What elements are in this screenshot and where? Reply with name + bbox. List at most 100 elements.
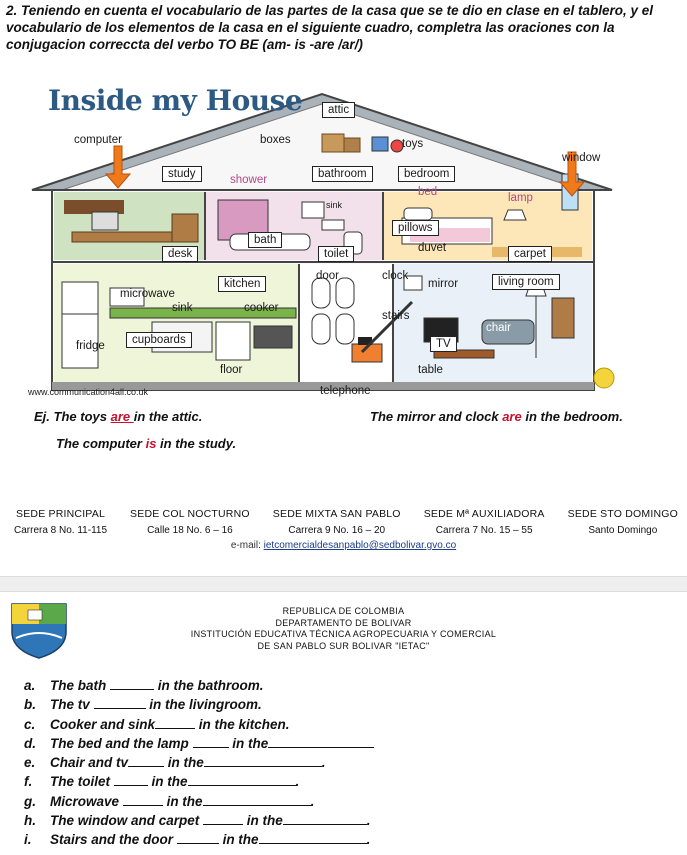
answer-blank[interactable] bbox=[128, 753, 165, 768]
label-microwave: microwave bbox=[120, 288, 175, 300]
label-tv: TV bbox=[430, 336, 457, 352]
label-living-room: living room bbox=[492, 274, 560, 290]
sede-address: Santo Domingo bbox=[588, 525, 658, 536]
label-computer: computer bbox=[74, 134, 122, 146]
label-kitchen: kitchen bbox=[218, 276, 267, 292]
exercise-subject: Cooker and sink bbox=[50, 716, 156, 732]
exercise-rest: in the bbox=[246, 813, 283, 829]
sede-name: SEDE Mª AUXILIADORA bbox=[423, 508, 545, 520]
label-mirror: mirror bbox=[428, 278, 459, 290]
example-3-a: The computer bbox=[56, 436, 146, 451]
fridge-drawing bbox=[61, 281, 99, 369]
label-toys: toys bbox=[402, 138, 424, 150]
label-carpet: carpet bbox=[508, 246, 552, 262]
label-attic: attic bbox=[322, 102, 356, 118]
place-blank[interactable] bbox=[258, 830, 367, 845]
toys-drawing bbox=[371, 136, 389, 152]
exercise-key: g. bbox=[24, 793, 36, 809]
label-fridge: fridge bbox=[76, 340, 105, 352]
exercise-subject: The tv bbox=[50, 697, 90, 713]
email-link[interactable]: ietcomercialdesanpablo@sedbolivar.gvo.co bbox=[263, 540, 457, 551]
label-bath: bath bbox=[248, 232, 283, 248]
house-drawing bbox=[31, 92, 615, 391]
exercise-key: c. bbox=[24, 716, 36, 732]
label-clock: clock bbox=[382, 270, 409, 282]
answer-blank[interactable] bbox=[203, 811, 244, 826]
example-2-a: The mirror and clock bbox=[370, 409, 503, 424]
boxes-drawing bbox=[321, 133, 345, 153]
exercise-key: b. bbox=[24, 697, 36, 713]
exercise-key: f. bbox=[24, 774, 33, 790]
house-credit: www.communication4all.co.uk bbox=[28, 387, 149, 397]
answer-blank[interactable] bbox=[155, 715, 196, 729]
lamp-drawing bbox=[503, 209, 527, 221]
place-blank[interactable] bbox=[268, 734, 375, 748]
sede-address: Carrera 9 No. 16 – 20 bbox=[288, 525, 386, 536]
exercise-subject: The bed and the lamp bbox=[50, 735, 189, 751]
chair-drawing bbox=[481, 319, 535, 345]
label-table: table bbox=[418, 364, 443, 376]
answer-blank[interactable] bbox=[113, 772, 148, 787]
exercise-item: h.The window and carpet in the. bbox=[24, 811, 664, 830]
window-arrow bbox=[558, 151, 586, 197]
sede-name: SEDE PRINCIPAL bbox=[16, 508, 105, 520]
label-duvet: duvet bbox=[418, 242, 447, 254]
sede-name: SEDE MIXTA SAN PABLO bbox=[272, 508, 401, 520]
exercise-item: e.Chair and tv in the. bbox=[24, 753, 664, 772]
exercise-subject: Microwave bbox=[50, 793, 120, 809]
exercise-key: i. bbox=[24, 832, 32, 848]
exercise-key: e. bbox=[24, 755, 36, 771]
table-drawing bbox=[433, 349, 495, 359]
bookshelf bbox=[64, 200, 124, 214]
label-study: study bbox=[162, 166, 202, 182]
example-prefix: Ej. bbox=[34, 409, 50, 424]
exercise-item: d.The bed and the lamp in the bbox=[24, 734, 664, 753]
door-drawing bbox=[311, 277, 331, 309]
stairs-drawing bbox=[360, 300, 414, 354]
exercise-subject: Chair and tv bbox=[50, 755, 129, 771]
label-toilet: toilet bbox=[318, 246, 355, 262]
answer-blank[interactable] bbox=[93, 695, 146, 710]
place-blank[interactable] bbox=[203, 753, 322, 768]
sede-name: SEDE COL NOCTURNO bbox=[130, 508, 250, 520]
place-blank[interactable] bbox=[202, 792, 311, 806]
exercise-item: a.The bath in the bathroom. bbox=[24, 676, 664, 695]
label-pillows: pillows bbox=[392, 220, 439, 236]
email-line: e-mail: ietcomercialdesanpablo@sedboliva… bbox=[0, 540, 687, 551]
sede-address: Carrera 8 No. 11-115 bbox=[14, 525, 108, 536]
answer-blank[interactable] bbox=[122, 792, 163, 806]
answer-blank[interactable] bbox=[192, 734, 229, 748]
exercise-subject: The bath bbox=[50, 678, 107, 693]
header-line: INSTITUCIÓN EDUCATIVA TÉCNICA AGROPECUAR… bbox=[190, 629, 497, 639]
telephone-drawing bbox=[358, 337, 372, 345]
school-crest-icon bbox=[4, 598, 74, 662]
instruction-text: 2. Teniendo en cuenta el vocabulario de … bbox=[6, 3, 653, 52]
label-bed: bed bbox=[418, 186, 438, 198]
sedes-list: SEDE PRINCIPAL Carrera 8 No. 11-115 SEDE … bbox=[14, 508, 678, 536]
label-bedroom: bedroom bbox=[398, 166, 456, 182]
label-stairs: stairs bbox=[382, 310, 410, 322]
example-1-b: in the attic. bbox=[133, 409, 203, 424]
computer-drawing bbox=[91, 211, 119, 231]
exercise-end: . bbox=[310, 793, 315, 809]
place-blank[interactable] bbox=[187, 772, 296, 787]
exercise-rest: in the bathroom. bbox=[157, 678, 264, 693]
label-chair: chair bbox=[486, 322, 511, 334]
answer-blank[interactable] bbox=[110, 676, 155, 690]
exercise-end: . bbox=[366, 832, 371, 848]
page-separator bbox=[0, 576, 687, 592]
exercise-rest: in the kitchen. bbox=[198, 716, 290, 732]
header-line: DE SAN PABLO SUR BOLIVAR "IETAC" bbox=[257, 640, 430, 651]
example-2-verb: are bbox=[502, 409, 522, 424]
living-door bbox=[551, 297, 575, 339]
place-blank[interactable] bbox=[282, 811, 367, 826]
sede-item: SEDE PRINCIPAL Carrera 8 No. 11-115 bbox=[14, 508, 107, 536]
exercise-item: i.Stairs and the door in the. bbox=[24, 830, 664, 849]
exercise-rest: in the bbox=[232, 735, 269, 751]
house-illustration: Inside my House attic computer boxes toy… bbox=[22, 82, 622, 400]
answer-blank[interactable] bbox=[176, 830, 219, 845]
sun-drawing bbox=[593, 367, 615, 389]
